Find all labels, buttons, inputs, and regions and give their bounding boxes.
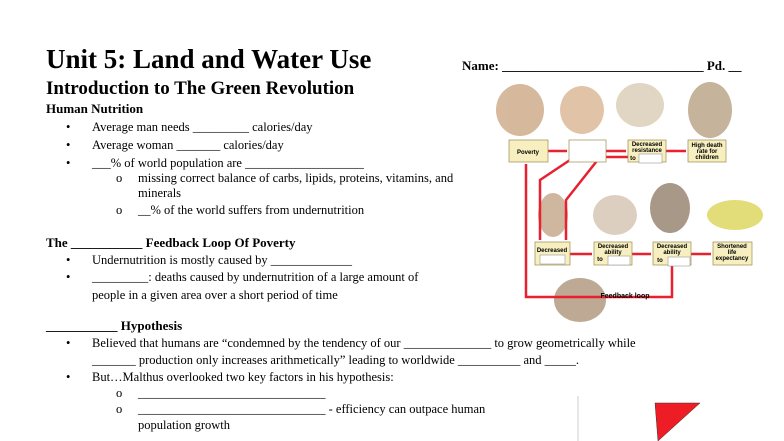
hypothesis-heading: ___________ Hypothesis: [46, 318, 183, 333]
feedback-loop-label: Feedback loop: [600, 293, 649, 300]
box-life-3: expectancy: [716, 256, 749, 262]
box-ability1-3: to: [597, 257, 603, 263]
feedback-arrows: [524, 149, 711, 299]
sub-item: __% of the world suffers from undernutri…: [116, 203, 364, 218]
box-ability2-2: ability: [663, 250, 681, 256]
box-death-1: High death: [692, 143, 723, 149]
box-life-2: life: [728, 250, 737, 256]
box-decreased: Decreased: [537, 248, 568, 254]
list-item: ___% of world population are ___________…: [66, 156, 364, 171]
sub-item: ______________________________ - efficie…: [116, 402, 485, 417]
list-item: But…Malthus overlooked two key factors i…: [66, 370, 394, 385]
list-item-cont: people in a given area over a short peri…: [92, 288, 338, 302]
name-field: Name: _______________________________ Pd…: [462, 58, 742, 73]
box-resistance-3: to: [630, 156, 636, 162]
page-title: Unit 5: Land and Water Use: [46, 44, 372, 74]
sub-item-cont: population growth: [138, 418, 231, 432]
box-death-2: rate for: [697, 149, 718, 155]
small-graph: [577, 396, 701, 441]
box-death-3: children: [695, 155, 719, 161]
box-poverty: Poverty: [517, 150, 540, 156]
feedback-heading: The ___________ Feedback Loop Of Poverty: [46, 235, 296, 250]
box-resistance-2: resistance: [632, 148, 662, 154]
list-item-cont: _______ production only increases arithm…: [92, 353, 580, 367]
box-resistance-1: Decreased: [632, 142, 663, 148]
list-item: Believed that humans are “condemned by t…: [66, 336, 636, 351]
box-life-1: Shortened: [717, 244, 747, 250]
illustrations: [496, 82, 763, 322]
list-item: Average man needs _________ calories/day: [66, 120, 312, 135]
box-ability1-2: ability: [604, 250, 622, 256]
list-item: Average woman _______ calories/day: [66, 138, 284, 153]
sub-item: missing correct balance of carbs, lipids…: [116, 171, 453, 186]
nutrition-heading: Human Nutrition: [46, 101, 144, 116]
list-item: Undernutrition is mostly caused by _____…: [66, 253, 352, 268]
box-ability2-3: to: [657, 258, 663, 264]
list-item: _________: deaths caused by undernutriti…: [66, 270, 418, 285]
page-subtitle: Introduction to The Green Revolution: [46, 78, 355, 99]
box-ability1-1: Decreased: [598, 244, 629, 250]
box-ability2-1: Decreased: [657, 244, 688, 250]
sub-item-cont: minerals: [138, 186, 182, 200]
sub-item: ______________________________: [116, 386, 325, 401]
diagram-boxes: [508, 139, 753, 266]
